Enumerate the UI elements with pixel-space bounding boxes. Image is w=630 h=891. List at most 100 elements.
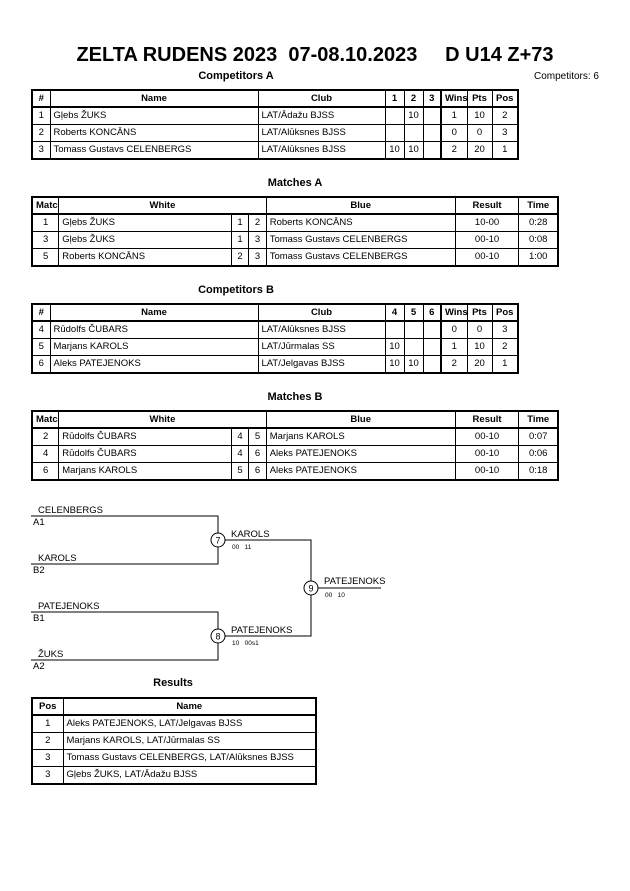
cell-club: LAT/Jūrmalas SS [257,338,386,356]
page-title: ZELTA RUDENS 2023 07-08.10.2023 D U14 Z+… [76,44,554,66]
results-title: Results [153,677,193,689]
table-row: 2 Marjans KAROLS, LAT/Jūrmalas SS [31,732,317,750]
cell-blue: Aleks PATEJENOKS [265,462,456,481]
matches-a-header-row: Match White Blue Result Time [31,196,559,215]
match-number-7: 7 [215,536,220,546]
competitors-count: Competitors: 6 [533,71,599,82]
cell-time: 0:18 [518,462,559,481]
cell-blue: Aleks PATEJENOKS [265,445,456,463]
match-circle-9 [303,580,319,596]
bracket-line-semi1-top [31,515,219,540]
bracket-score-9: 00 10 [325,592,345,599]
cell-pts: 0 [466,124,493,142]
bracket-score-8: 10 00s1 [232,640,259,647]
table-row: 2 Rūdolfs ČUBARS 4 5 Marjans KAROLS 00-1… [31,427,559,446]
cell-pos: 3 [31,749,64,767]
cell-blue-no: 3 [248,248,267,267]
col-header-result: Result [454,196,520,215]
cell-match-no: 4 [31,445,60,463]
results-header-row: Pos Name [31,697,317,716]
col-header-pts: Pts [466,303,493,322]
table-row: 6 Marjans KAROLS 5 6 Aleks PATEJENOKS 00… [31,462,559,481]
match-circle-8 [210,628,226,644]
bracket-score-7: 00 11 [232,544,252,551]
bracket-name-karols: KAROLS [38,553,77,564]
bracket-seed-b2: B2 [33,565,45,576]
table-row: 5 Marjans KAROLS LAT/Jūrmalas SS 10 1 10… [31,338,519,356]
table-row: 1 Aleks PATEJENOKS, LAT/Jelgavas BJSS [31,714,317,733]
cell-pos: 2 [31,732,64,750]
bracket-line-semi2-top [31,611,219,636]
competitors-b-header-row: # Name Club 4 5 6 Wins Pts Pos [31,303,519,322]
col-header-pos: Pos [31,697,64,716]
match-circle-7 [210,532,226,548]
table-row: 2 Roberts KONCĀNS LAT/Alūksnes BJSS 0 0 … [31,124,519,142]
col-header-time: Time [518,196,559,215]
col-header-white: White [58,410,267,429]
table-row: 1 Gļebs ŽUKS LAT/Ādažu BJSS 10 1 10 2 [31,106,519,125]
matches-b-header-row: Match White Blue Result Time [31,410,559,429]
bracket-seed-b1: B1 [33,613,45,624]
cell-time: 1:00 [518,248,559,267]
col-header-pos: Pos [491,89,519,108]
cell-name: Aleks PATEJENOKS, LAT/Jelgavas BJSS [62,714,317,733]
table-row: 3 Gļebs ŽUKS 1 3 Tomass Gustavs CELENBER… [31,231,559,249]
bracket-name-patejenoks: PATEJENOKS [38,601,99,612]
col-header-pos: Pos [491,303,519,322]
cell-name: Gļebs ŽUKS, LAT/Ādažu BJSS [62,766,317,785]
col-header-blue: Blue [265,410,456,429]
matches-a-title: Matches A [267,177,323,189]
competitors-a-header-row: # Name Club 1 2 3 Wins Pts Pos [31,89,519,108]
cell-club: LAT/Jelgavas BJSS [257,355,386,374]
cell-pos: 1 [491,355,519,374]
cell-white: Roberts KONCĀNS [58,248,232,267]
col-header-name: Name [62,697,317,716]
bracket-line-semi2-bottom [31,636,219,661]
cell-blue: Tomass Gustavs CELENBERGS [265,248,456,267]
bracket-line-final-top [218,539,312,588]
match-number-8: 8 [215,632,220,642]
bracket-line-semi1-bottom [31,540,219,565]
competitors-b-table: # Name Club 4 5 6 Wins Pts Pos 4 Rūdolfs… [31,303,519,374]
cell-pos: 1 [31,714,64,733]
bracket-winner-8: PATEJENOKS [231,625,292,636]
col-header-opp-1: 1 [384,89,405,108]
match-number-9: 9 [308,584,313,594]
bracket-name-celenbergs: CELENBERGS [38,505,103,516]
cell-name: Tomass Gustavs CELENBERGS, LAT/Alūksnes … [62,749,317,767]
cell-pos: 3 [31,766,64,785]
cell-score: 10 [384,338,405,356]
col-header-white: White [58,196,267,215]
bracket-seed-a2: A2 [33,661,45,672]
competitors-a-title: Competitors A [198,70,274,82]
table-row: 4 Rūdolfs ČUBARS 4 6 Aleks PATEJENOKS 00… [31,445,559,463]
competitors-b-title: Competitors B [198,284,274,296]
table-row: 5 Roberts KONCĀNS 2 3 Tomass Gustavs CEL… [31,248,559,267]
cell-number: 3 [31,141,51,160]
col-header-blue: Blue [265,196,456,215]
table-row: 3 Gļebs ŽUKS, LAT/Ādažu BJSS [31,766,317,785]
col-header-club: Club [257,89,386,108]
cell-time: 0:06 [518,445,559,463]
competitors-a-table: # Name Club 1 2 3 Wins Pts Pos 1 Gļebs Ž… [31,89,519,160]
cell-pos: 2 [491,338,519,356]
cell-blue-no: 6 [248,462,267,481]
cell-blue-no: 6 [248,445,267,463]
table-row: 3 Tomass Gustavs CELENBERGS LAT/Alūksnes… [31,141,519,160]
col-header-time: Time [518,410,559,429]
bracket-winner-9: PATEJENOKS [324,576,385,587]
bracket-line-final-bottom [218,588,312,637]
cell-pos: 1 [491,141,519,160]
cell-match-no: 6 [31,462,60,481]
matches-b-title: Matches B [267,391,323,403]
matches-a-table: Match White Blue Result Time 1 Gļebs ŽUK… [31,196,559,267]
bracket-name-zuks: ŽUKS [38,649,63,660]
table-row: 3 Tomass Gustavs CELENBERGS, LAT/Alūksne… [31,749,317,767]
cell-wins: 0 [440,124,468,142]
cell-blue-no: 3 [248,231,267,249]
bracket-seed-a1: A1 [33,517,45,528]
cell-time: 0:08 [518,231,559,249]
table-row: 6 Aleks PATEJENOKS LAT/Jelgavas BJSS 10 … [31,355,519,374]
cell-result: 00-10 [454,248,520,267]
